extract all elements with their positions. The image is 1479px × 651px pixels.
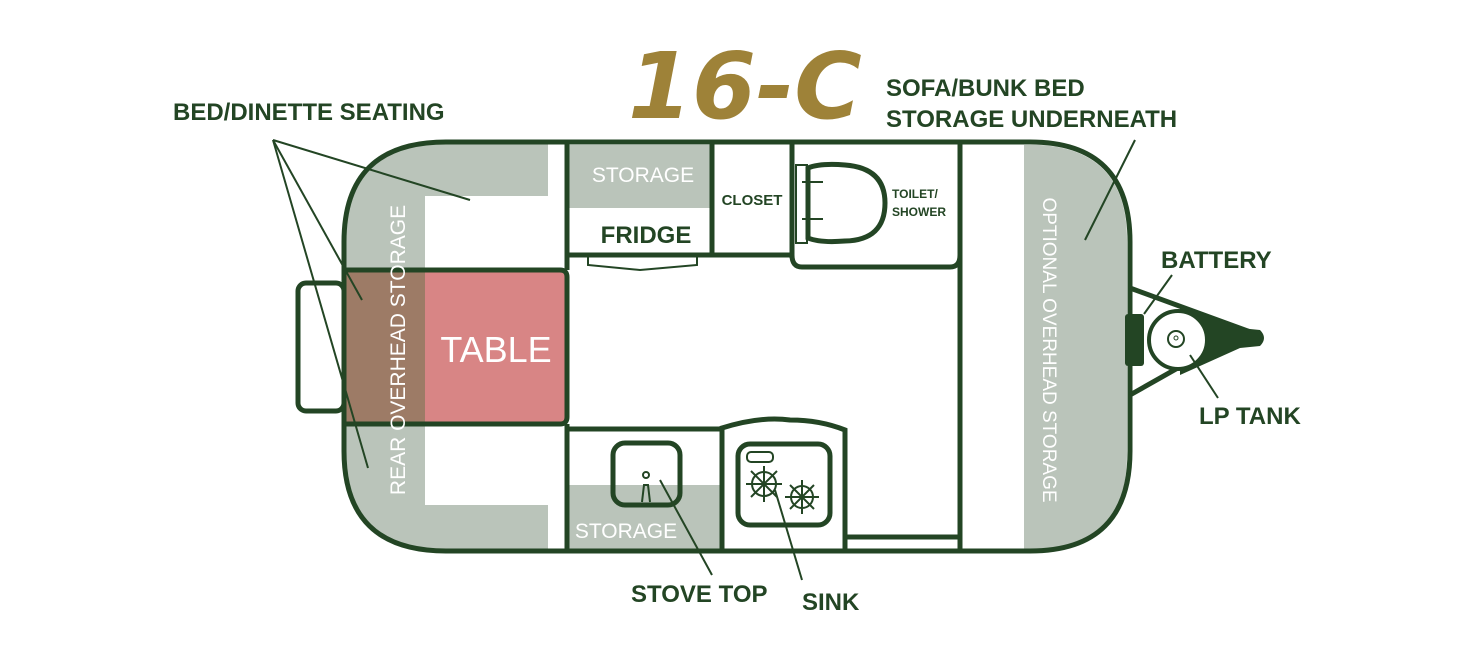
stove-top-label: STOVE TOP [631, 581, 768, 608]
rear-overhead-storage-area [346, 144, 548, 549]
storage-top-area [569, 145, 712, 208]
rear-door [295, 280, 347, 414]
lp-tank-label: LP TANK [1199, 403, 1301, 430]
sofa-label-line2: STORAGE UNDERNEATH [886, 106, 1177, 133]
leader-lines [272, 139, 1219, 581]
lp-tank-icon [1147, 309, 1209, 371]
storage-bottom-area [569, 485, 722, 549]
battery-icon [1125, 314, 1144, 366]
toilet-label-line2: SHOWER [892, 205, 946, 219]
optional-overhead-storage-area [1024, 145, 1127, 549]
toilet-tank [795, 164, 808, 244]
fridge-label: FRIDGE [601, 222, 692, 249]
battery-label: BATTERY [1161, 247, 1272, 274]
closet-label: CLOSET [722, 192, 783, 209]
table [425, 270, 567, 424]
optional-storage-label: OPTIONAL OVERHEAD STORAGE [1038, 197, 1059, 502]
fridge-door [587, 256, 698, 272]
toilet-label-line1: TOILET/ [892, 187, 938, 201]
model-title: 16-C [628, 33, 862, 140]
rear-storage-label: REAR OVERHEAD STORAGE [387, 205, 410, 495]
hitch [1125, 285, 1264, 398]
kitchen-counter [719, 416, 848, 551]
burner-icon [785, 480, 819, 514]
trailer-shell [341, 139, 1133, 554]
table-outline [346, 267, 570, 427]
storage-top-label: STORAGE [592, 164, 694, 187]
bed-dinette-label: BED/DINETTE SEATING [173, 99, 445, 126]
table-label: TABLE [440, 329, 551, 370]
stove-burner-box [735, 441, 833, 528]
sink-label: SINK [802, 589, 860, 616]
toilet-icon [805, 161, 888, 245]
burner-icon [746, 466, 782, 502]
sink-basin [610, 440, 683, 508]
toilet-room [789, 254, 963, 270]
storage-bottom-label: STORAGE [575, 520, 677, 543]
sofa-label-line1: SOFA/BUNK BED [886, 75, 1085, 102]
